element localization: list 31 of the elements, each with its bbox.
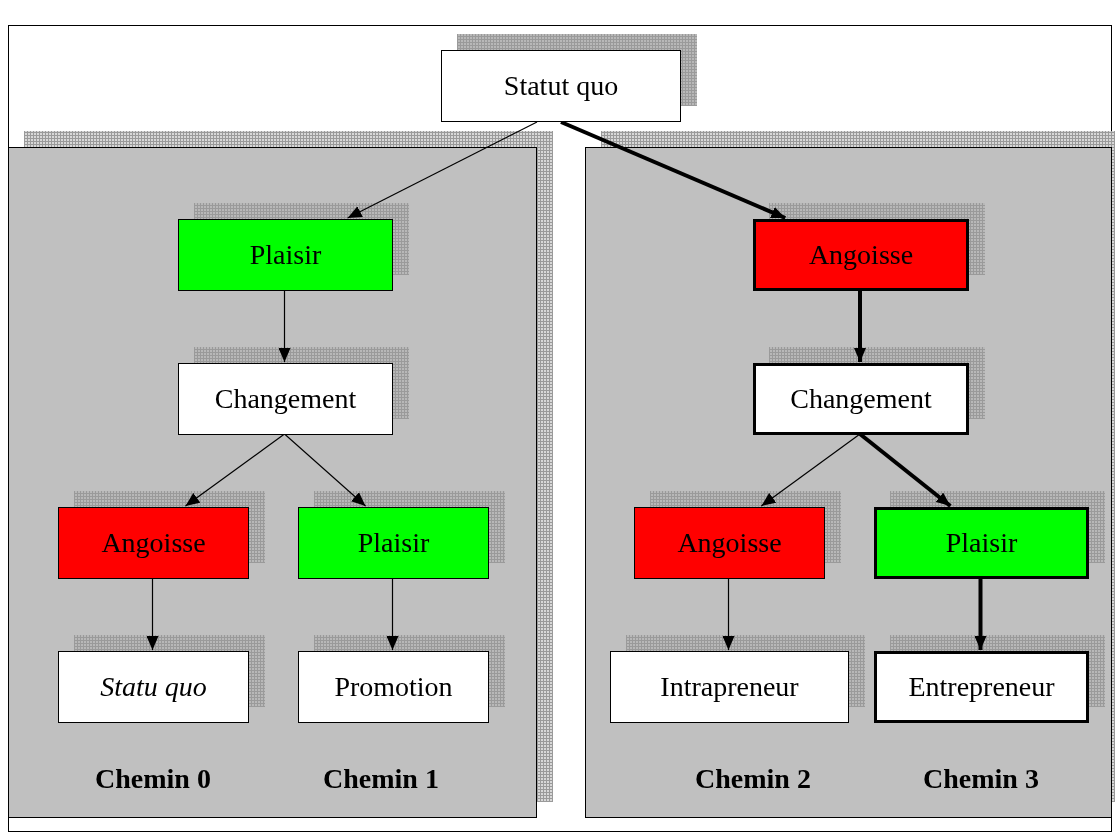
arrow [283,433,367,507]
change-box: Changement [753,363,969,435]
anxiety-box: Angoisse [634,507,825,579]
arrow [386,577,399,651]
path-label: Chemin 1 [323,765,439,793]
outcome-box: Promotion [298,651,489,723]
arrow [854,290,866,362]
arrow [722,577,735,651]
pleasure-box: Plaisir [874,507,1089,579]
outcome-box: Intrapreneur [610,651,849,723]
change-box: Changement [178,363,393,435]
arrow [146,577,159,651]
outcome-box: Statut quo [441,50,681,122]
anxiety-box: Angoisse [753,219,969,291]
pleasure-box: Plaisir [298,507,489,579]
arrow [858,432,952,508]
arrow [184,433,286,507]
arrow [974,578,987,650]
arrow [560,120,787,220]
pleasure-box: Plaisir [178,219,393,291]
anxiety-box: Angoisse [58,507,249,579]
path-panel [8,147,537,818]
outcome-box: Entrepreneur [874,651,1089,723]
path-label: Chemin 3 [923,765,1039,793]
path-panel [585,147,1112,818]
path-label: Chemin 2 [695,765,811,793]
path-label: Chemin 0 [95,765,211,793]
outcome-box: Statu quo [58,651,249,723]
arrow [760,433,861,507]
arrow [347,121,538,219]
arrow [278,289,291,363]
